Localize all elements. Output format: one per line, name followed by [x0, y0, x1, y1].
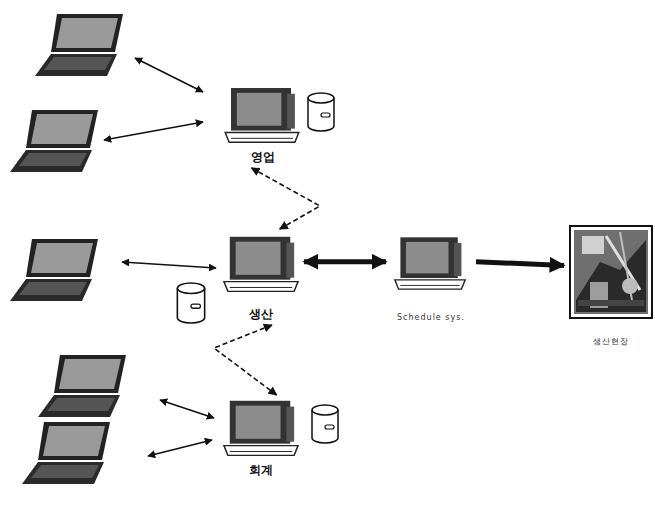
- database-icons: [177, 93, 338, 443]
- site-picture: 생산현장: [568, 224, 654, 346]
- node-label: 생산: [247, 308, 275, 322]
- node-label: Schedule sys.: [395, 313, 467, 322]
- computer-node: 회계: [222, 398, 300, 478]
- laptop-links: [104, 58, 216, 456]
- laptop-icons: [10, 14, 126, 484]
- node-label: 생산현장: [591, 337, 631, 346]
- data-flow-arrow: [476, 262, 564, 266]
- node-label: 회계: [247, 464, 275, 478]
- computer-node: 생산: [222, 232, 300, 322]
- computer-icons: [224, 88, 465, 455]
- computer-node: 영업: [222, 85, 304, 165]
- computer-node: Schedule sys.: [390, 232, 472, 322]
- dashed-link: [252, 168, 321, 229]
- data-flow-arrow: [304, 259, 386, 264]
- factory-illustration: [570, 226, 652, 318]
- node-label: 영업: [249, 151, 277, 165]
- dashed-link: [214, 325, 277, 395]
